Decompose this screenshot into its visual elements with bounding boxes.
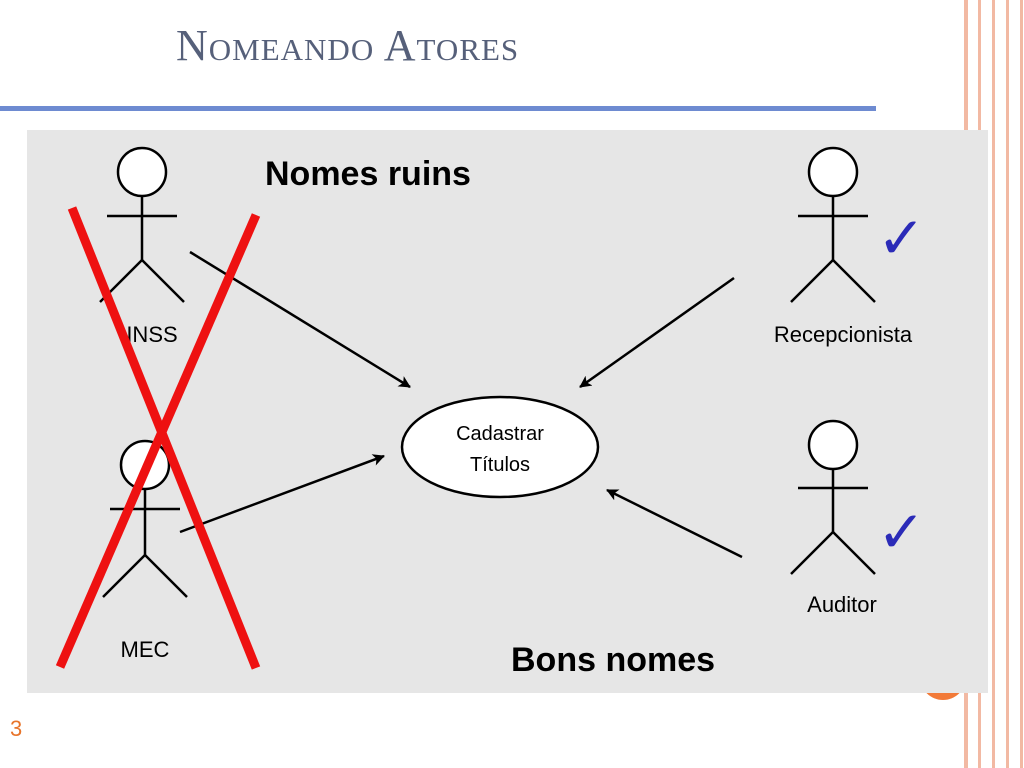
red-cross-mark	[55, 206, 261, 670]
bad-names-heading: Nomes ruins	[265, 155, 471, 193]
actor-label-recepcionista: Recepcionista	[774, 322, 913, 347]
actor-recepcionista	[790, 146, 876, 303]
check-mark-icon: ✓	[877, 498, 926, 566]
use-case-label-line2: Títulos	[470, 454, 530, 476]
actor-auditor	[790, 419, 876, 575]
slide-title: Nomeando Atores	[176, 21, 520, 70]
association-arrow-auditor	[606, 488, 743, 559]
association-arrow-mec	[179, 454, 385, 534]
use-case-cadastrar-titulos	[400, 395, 600, 499]
actor-inss	[99, 146, 185, 303]
actor-label-inss: INSS	[126, 322, 177, 347]
page-number: 3	[10, 716, 23, 741]
actor-label-mec: MEC	[121, 637, 170, 662]
association-arrow-inss	[189, 250, 411, 389]
association-arrow-recepcionista	[579, 276, 735, 389]
use-case-label-line1: Cadastrar	[456, 423, 544, 445]
actor-label-auditor: Auditor	[807, 592, 877, 617]
title-underline	[0, 106, 876, 111]
check-mark-icon: ✓	[877, 204, 926, 272]
good-names-heading: Bons nomes	[511, 641, 715, 679]
